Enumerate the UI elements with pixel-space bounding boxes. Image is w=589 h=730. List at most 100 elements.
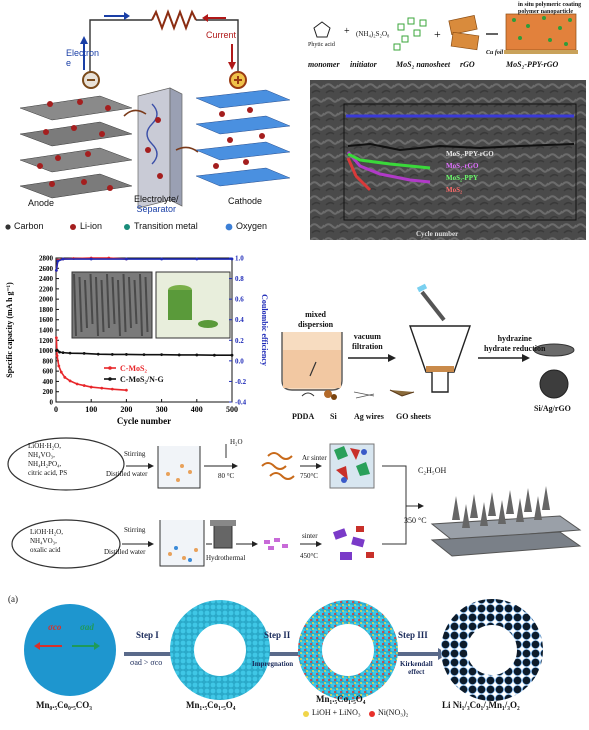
sem-texture	[122, 273, 127, 333]
y-tick-label: 1400	[39, 327, 54, 335]
x-tick-label: 300	[156, 405, 168, 414]
cycling-inset-plot	[310, 80, 586, 240]
y2-tick-label: 0.8	[235, 275, 244, 283]
series-point	[89, 257, 93, 261]
y-tick-label: 600	[43, 368, 54, 376]
monomer-label: monomer	[308, 60, 340, 69]
x-tick-label: 0	[54, 405, 58, 414]
y-axis-label: Specific capacity (mA h g⁻¹)	[5, 282, 14, 378]
x-tick-label: 400	[191, 405, 203, 414]
sem-texture	[111, 276, 116, 325]
lioh-legend-icon	[303, 711, 309, 717]
nanosheet-label: MoS₂ nanosheet	[396, 60, 451, 69]
legend-lioh: LiOH + LiNO₃	[312, 708, 361, 717]
funnel-icon	[409, 325, 471, 393]
y2-tick-label: -0.4	[235, 399, 247, 407]
y-tick-label: 1000	[39, 347, 54, 355]
svg-text:+: +	[434, 27, 441, 41]
series-point	[230, 353, 234, 357]
series-point	[213, 353, 216, 357]
y2-tick-label: 0.6	[235, 296, 244, 304]
y-tick-label: 2400	[39, 275, 54, 283]
rgo-icon	[448, 15, 480, 51]
go-sheets-label: GO sheets	[396, 412, 431, 421]
cylinder-body	[168, 290, 192, 320]
inset-legend-2: MoS₂-rGO	[446, 162, 479, 170]
y-tick-label: 2200	[39, 285, 54, 293]
compound-4: Li Ni₁/₃Co₁/₃Mn₁/₃O₂	[442, 700, 520, 710]
water-label: H₂O	[230, 438, 243, 446]
lvp-synthesis-drawing	[7, 437, 582, 569]
temp-750-label: 750°C	[300, 472, 318, 480]
anode-layers	[19, 95, 133, 199]
initiator-label: initiator	[350, 60, 377, 69]
legend-nitrate: Ni(NO₃)₂	[378, 708, 409, 717]
series-point	[89, 385, 93, 389]
series-point	[63, 375, 67, 379]
product-label: Si/Ag/rGO	[534, 404, 571, 413]
hollow-sphere-icon	[170, 600, 270, 700]
inset-legend-3: MoS₂-PPY	[446, 174, 479, 182]
series-point	[160, 353, 164, 357]
battery-schematic-drawing	[5, 9, 291, 231]
film-icon	[533, 343, 575, 357]
sem-image-with-cycling-plot: Cycle number MoS₂-PPY-rGO MoS₂-rGO MoS₂-…	[310, 80, 586, 240]
legend-transition-metal: Transition metal	[134, 221, 198, 231]
series-point	[142, 353, 146, 357]
series-point	[54, 268, 58, 272]
crystal-bottom-icon	[332, 526, 374, 560]
y2-tick-label: 0.0	[235, 357, 244, 365]
step2-sub-label: Impregnation	[252, 660, 294, 668]
series-point	[58, 350, 61, 354]
temp-80-label: 80 °C	[218, 472, 235, 480]
sem-texture	[106, 273, 110, 329]
y-tick-label: 0	[50, 399, 54, 407]
y-tick-label: 1200	[39, 337, 54, 345]
synthesis-scheme: + +	[313, 13, 578, 54]
compound-3: Mn₁.₅Co₁.₅O₄	[316, 694, 366, 704]
hydrothermal-label: Hydrothermal	[206, 554, 246, 562]
sem-texture	[144, 276, 149, 333]
series-point	[82, 384, 86, 387]
reagent-ellipse-bottom	[11, 519, 121, 569]
x-axis-label: Cycle number	[117, 416, 171, 426]
sem-texture	[78, 276, 83, 333]
monomer-icon	[313, 21, 331, 38]
series-point	[59, 370, 63, 374]
ag-wires-label: Ag wires	[354, 412, 384, 421]
reagent-ellipse-top	[7, 437, 125, 491]
panel-a-label: (a)	[8, 594, 18, 604]
ethanol-label: C₂H₅OH	[418, 466, 447, 475]
legend-oxygen: Oxygen	[236, 221, 268, 231]
series-point	[160, 257, 164, 261]
series-point	[96, 352, 100, 356]
disc-icon	[539, 369, 569, 399]
step1-label: Step I	[136, 630, 159, 640]
initiator-formula: (NH₄)₂S₂O₈	[356, 30, 390, 38]
stirring-bottom: Stirring	[124, 526, 146, 534]
cu-foil-label: Cu foil	[486, 50, 504, 56]
step2-label: Step II	[264, 630, 291, 640]
distilled-water-top: Distilled water	[106, 470, 148, 478]
series-point	[195, 353, 199, 357]
pipette-icon	[420, 290, 446, 322]
y2-axis-label: Coulombic efficiency	[260, 294, 269, 366]
y-tick-label: 2800	[39, 255, 54, 263]
current-label: Current	[206, 30, 237, 40]
reagents-bottom: LiOH·H₂O, NH₄VO₃, oxalic acid	[30, 528, 63, 554]
x-tick-label: 100	[85, 405, 97, 414]
temp-350-label: 350 °C	[404, 516, 427, 525]
sigma-co-label: σco	[48, 622, 62, 632]
oxygen-legend-icon	[225, 223, 233, 231]
sem-texture	[133, 279, 138, 325]
precursor-fibers-icon	[261, 452, 295, 480]
y-tick-label: 200	[43, 388, 54, 396]
series-point	[68, 379, 72, 383]
ar-sinter-label: Ar sinter	[302, 454, 327, 462]
y2-tick-label: 1.0	[235, 255, 244, 263]
distilled-water-bottom: Distilled water	[104, 548, 146, 556]
